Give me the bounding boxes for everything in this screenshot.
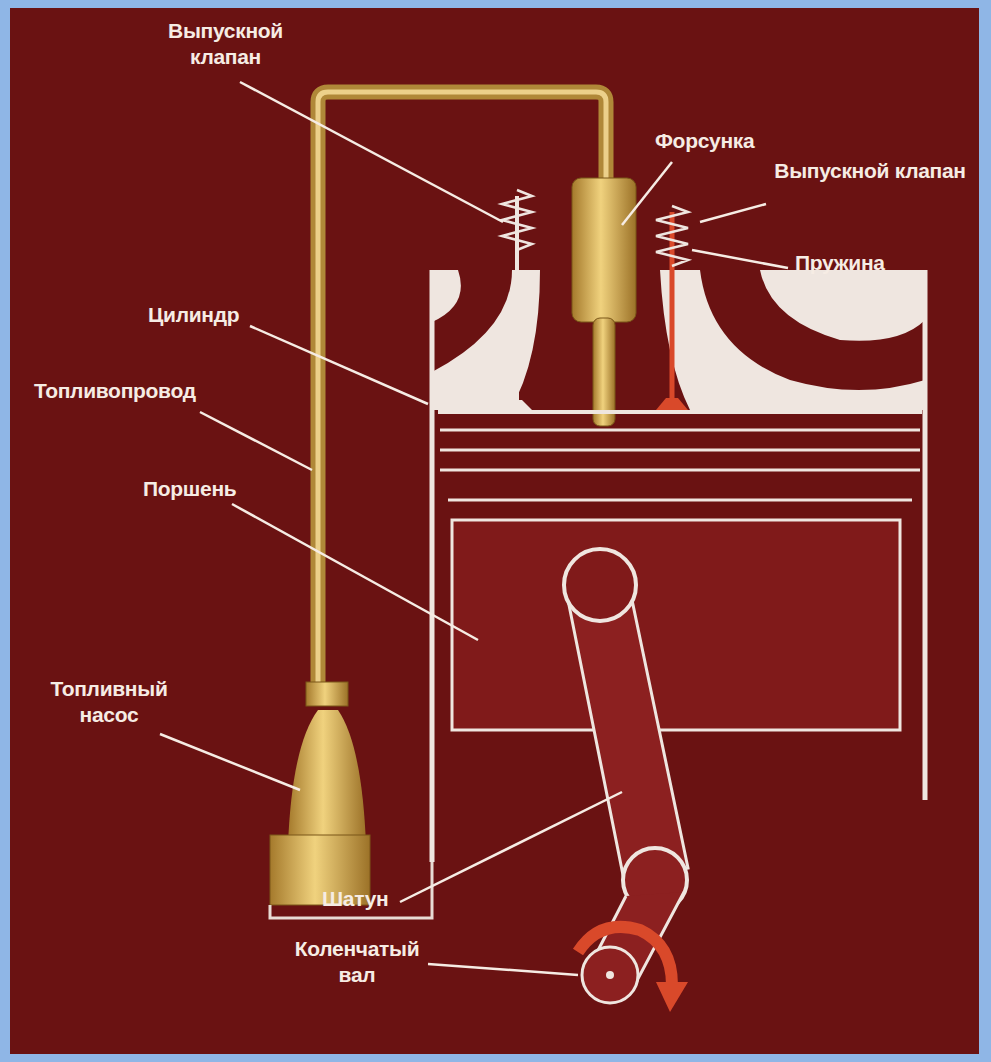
part-label: Поршень: [143, 476, 293, 502]
piston-top: [438, 410, 922, 414]
part-label: Цилиндр: [148, 302, 298, 328]
piston-ring: [440, 429, 920, 432]
part-label: Топливный насос: [34, 676, 184, 729]
leader-lines: [160, 82, 788, 975]
arrow-head: [656, 982, 688, 1012]
injector: [572, 178, 636, 322]
part-label: Выпускной клапан: [138, 18, 313, 71]
part-label: Выпускной клапан: [772, 158, 968, 184]
part-label: Коленчатый вал: [282, 936, 432, 989]
piston-ring: [440, 469, 920, 472]
exhaust-valve-stem: [515, 196, 519, 410]
piston-ring: [440, 449, 920, 452]
cylinder-wall: [923, 270, 928, 800]
valve-spring: [656, 206, 688, 266]
pump-fitting: [306, 682, 348, 706]
injector-nozzle: [593, 318, 615, 426]
part-label: Шатун: [322, 886, 432, 912]
piston: [452, 520, 900, 730]
piston-ring: [448, 499, 912, 502]
cylinder-wall: [430, 270, 435, 862]
crankshaft-axis: [606, 971, 614, 979]
rotation-arrow: [578, 927, 672, 985]
valve-head: [656, 398, 688, 410]
frame-line: [270, 860, 432, 918]
part-label: Форсунка: [655, 128, 805, 154]
valve-spring: [502, 190, 532, 250]
exhaust-port: [700, 270, 925, 390]
valve-head: [502, 400, 532, 410]
crankshaft: [582, 947, 638, 1003]
part-label: Топливопровод: [34, 378, 244, 404]
part-label: Пружина: [795, 250, 945, 276]
cylinder-head: [432, 270, 925, 410]
fuel-pump: [288, 710, 366, 845]
connecting-rod: [568, 600, 688, 880]
piston-pin: [564, 549, 636, 621]
intake-port: [432, 270, 512, 372]
